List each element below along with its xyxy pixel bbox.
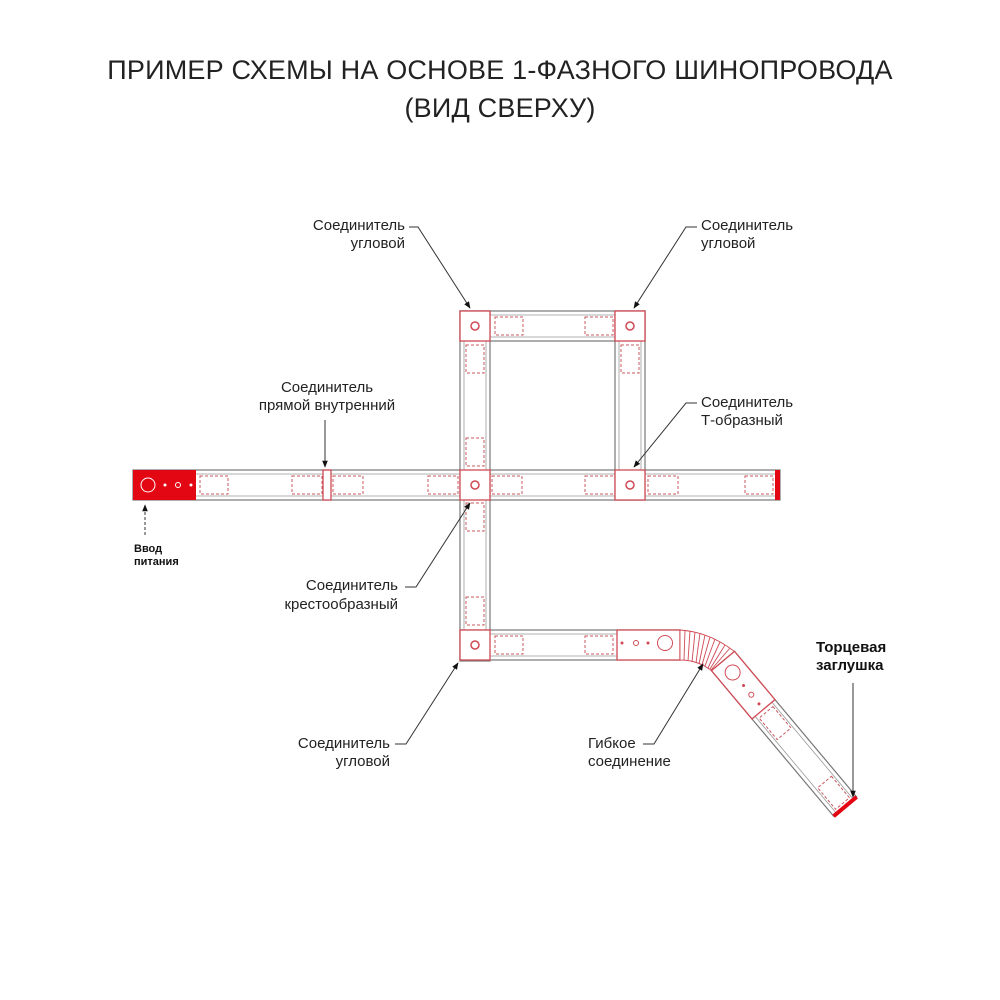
- corner-connector-top-left: [459, 310, 491, 342]
- end-cap: [832, 795, 858, 818]
- bottom-track: [459, 629, 681, 661]
- t-connector: [614, 469, 646, 501]
- diagram-subtitle: (ВИД СВЕРХУ): [404, 93, 596, 123]
- corner-connector-bottom: [459, 629, 491, 661]
- corner-connector-top-right: [614, 310, 646, 342]
- diagonal-track: [710, 650, 858, 818]
- end-cap-right: [775, 470, 780, 500]
- flexible-joint: [679, 629, 736, 672]
- straight-connector: [322, 469, 332, 501]
- main-horizontal-track: [132, 469, 781, 501]
- diagram-title: ПРИМЕР СХЕМЫ НА ОСНОВЕ 1-ФАЗНОГО ШИНОПРО…: [107, 55, 893, 85]
- cross-connector: [459, 469, 491, 501]
- power-feed-block: [133, 470, 196, 500]
